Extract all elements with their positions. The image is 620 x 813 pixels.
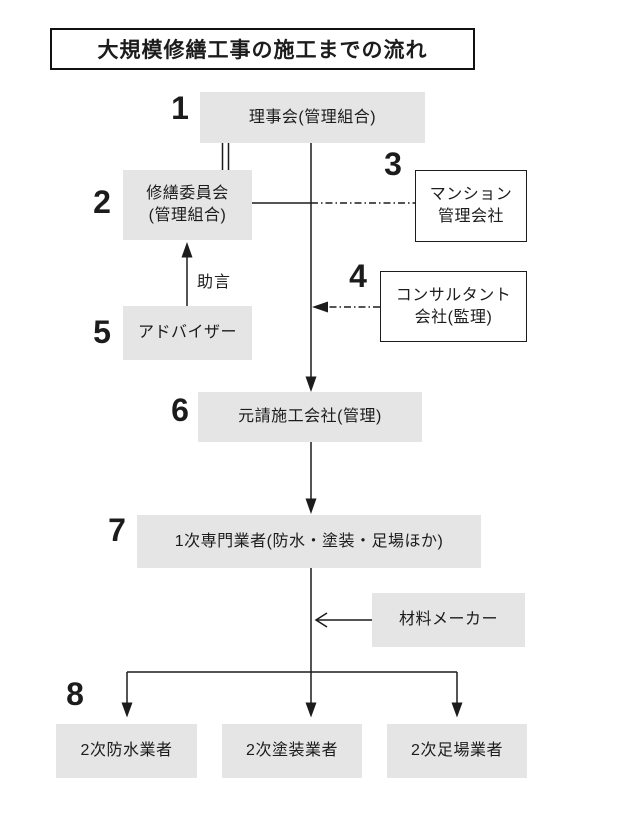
- step-number-4: 4: [349, 258, 367, 294]
- node-material-manufacturer: 材料メーカー: [372, 593, 525, 647]
- arrowhead-sub-left: [121, 702, 133, 718]
- arrowhead-into-primary: [305, 498, 317, 514]
- arrowhead-advice-up: [181, 242, 193, 258]
- diagram-title: 大規模修繕工事の施工までの流れ: [50, 28, 475, 70]
- edge-board-committee-double-line: [221, 143, 230, 170]
- node-consultant-company: コンサルタント 会社(監理): [380, 271, 527, 342]
- node-secondary-painting: 2次塗装業者: [222, 724, 362, 778]
- node-secondary-waterproofing: 2次防水業者: [56, 724, 197, 778]
- node-prime-contractor: 元請施工会社(管理): [198, 392, 422, 442]
- step-number-2: 2: [93, 184, 111, 220]
- node-secondary-scaffolding: 2次足場業者: [387, 724, 527, 778]
- node-primary-specialist-contractors: 1次専門業者(防水・塗装・足場ほか): [137, 515, 481, 568]
- arrowhead-into-prime: [305, 376, 317, 392]
- step-number-7: 7: [108, 512, 126, 548]
- node-condo-management-company: マンション 管理会社: [415, 170, 527, 242]
- step-number-6: 6: [171, 392, 189, 428]
- edge-label-advice: 助言: [197, 274, 232, 291]
- step-number-8: 8: [66, 676, 84, 712]
- step-number-3: 3: [384, 146, 402, 182]
- arrowhead-consultant-left: [312, 301, 328, 313]
- arrowhead-sub-right: [451, 702, 463, 718]
- step-number-1: 1: [171, 90, 189, 126]
- node-adviser: アドバイザー: [123, 306, 252, 360]
- material-arrowhead-chevron: [314, 612, 328, 628]
- step-number-5: 5: [93, 314, 111, 350]
- node-repair-committee: 修繕委員会 (管理組合): [123, 170, 252, 240]
- arrowhead-sub-middle: [305, 702, 317, 718]
- node-board-of-directors: 理事会(管理組合): [200, 92, 425, 143]
